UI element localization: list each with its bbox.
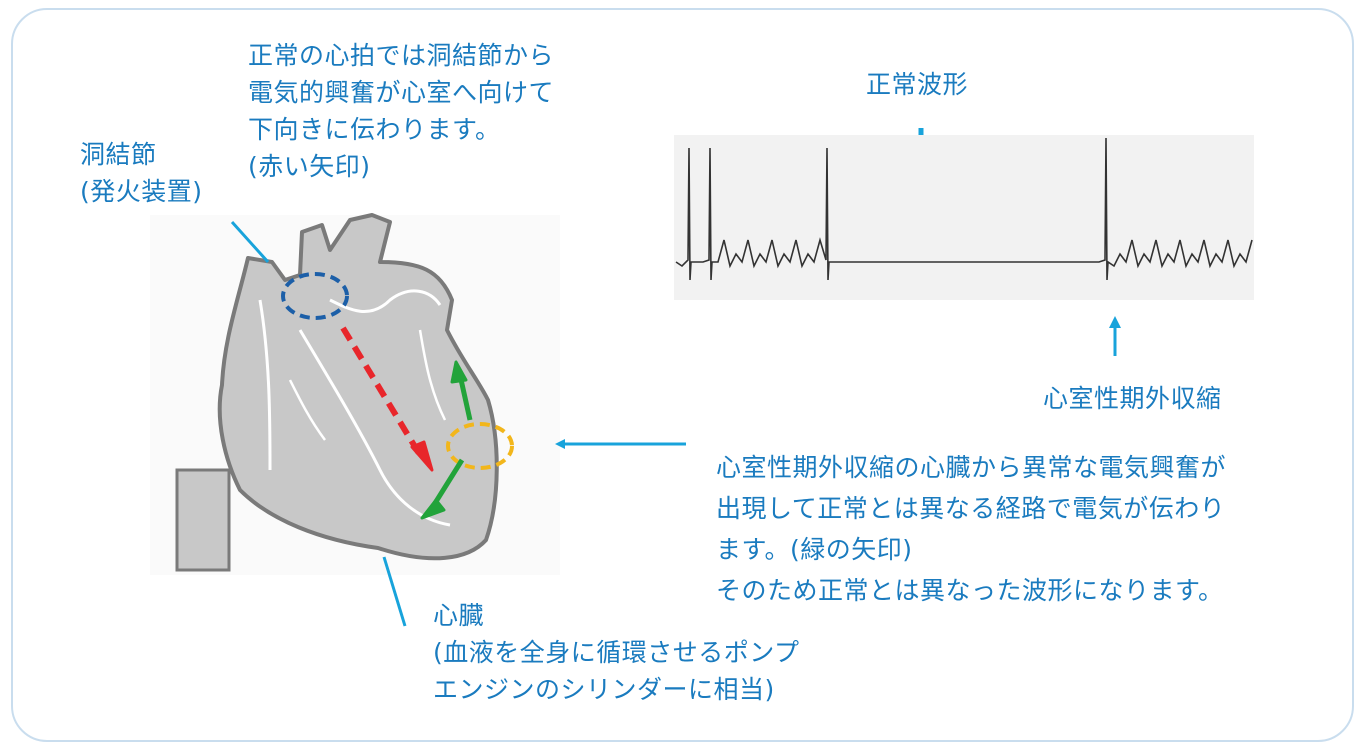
- pvc-exp-line-2: 出現して正常とは異なる経路で電気が伝わり: [716, 494, 1226, 523]
- diagram-graphics: [150, 128, 1254, 627]
- intro-line-3: 下向きに伝わります。: [248, 115, 501, 144]
- pvc-explanation: 心室性期外収縮の心臓から異常な電気興奮が 出現して正常とは異なる経路で電気が伝わ…: [716, 447, 1226, 611]
- intro-line-2: 電気的興奮が心室へ向けて: [248, 78, 555, 107]
- ecg-strip: [674, 135, 1254, 300]
- sa-node-line-1: 洞結節: [80, 140, 157, 169]
- normal-wave-label: 正常波形: [866, 70, 969, 99]
- intro-line-4: (赤い矢印): [248, 152, 371, 181]
- normal-intro-text: 正常の心拍では洞結節から 電気的興奮が心室へ向けて 下向きに伝わります。 (赤い…: [248, 37, 554, 185]
- heart-label: 心臓 (血液を全身に循環させるポンプ エンジンのシリンダーに相当): [433, 597, 800, 708]
- pvc-exp-line-1: 心室性期外収縮の心臓から異常な電気興奮が: [716, 453, 1227, 482]
- sa-node-pointer: [230, 220, 270, 264]
- pvc-exp-line-4: そのため正常とは異なった波形になります。: [716, 576, 1224, 605]
- pvc-label: 心室性期外収縮: [1043, 384, 1222, 413]
- heart-line-2: (血液を全身に循環させるポンプ: [433, 638, 800, 667]
- heart-illustration: [150, 213, 560, 575]
- pvc-exp-line-3: ます。(緑の矢印): [716, 535, 913, 564]
- heart-line-1: 心臓: [433, 601, 485, 630]
- sa-node-line-2: (発火装置): [80, 177, 203, 206]
- heart-pointer: [382, 556, 407, 627]
- heart-line-3: エンジンのシリンダーに相当): [433, 675, 775, 704]
- sa-node-label: 洞結節 (発火装置): [80, 136, 203, 210]
- intro-line-1: 正常の心拍では洞結節から: [248, 41, 555, 70]
